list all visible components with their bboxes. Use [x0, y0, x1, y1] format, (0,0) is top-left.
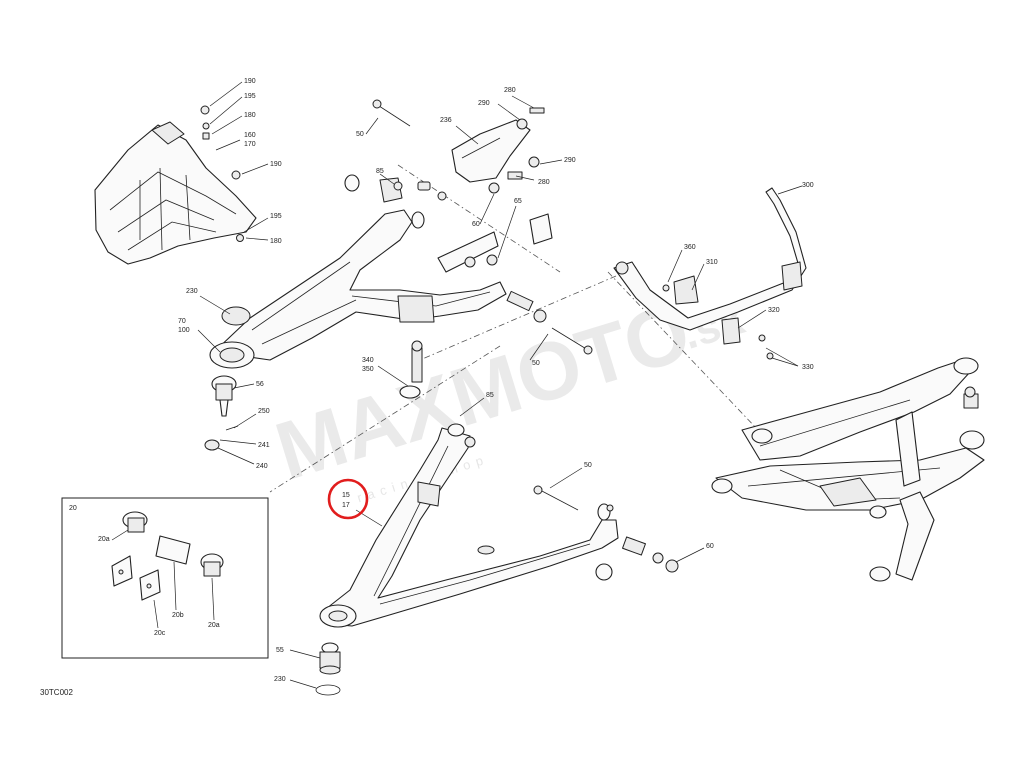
- callout-160: 160: [244, 132, 256, 139]
- callout-330: 330: [802, 364, 814, 371]
- callout-195-bottom: 195: [270, 213, 282, 220]
- callout-56: 56: [256, 381, 264, 388]
- callout-180-top: 180: [244, 112, 256, 119]
- callout-195-top: 195: [244, 93, 256, 100]
- callout-240: 240: [256, 463, 268, 470]
- callout-230-upper: 230: [186, 288, 198, 295]
- inset-callout-20b: 20b: [172, 612, 184, 619]
- lower-a-arm: [319, 423, 679, 628]
- callout-labels: 190 195 180 160 170 190 195 180 230 70 1…: [178, 78, 814, 683]
- callout-60-lower: 60: [706, 543, 714, 550]
- callout-50-upper: 50: [356, 131, 364, 138]
- upper-ball-joint: [204, 375, 239, 451]
- callout-190-top: 190: [244, 78, 256, 85]
- callout-320: 320: [768, 307, 780, 314]
- callout-280-right: 280: [538, 179, 550, 186]
- callout-85-lower: 85: [486, 392, 494, 399]
- callout-65: 65: [514, 198, 522, 205]
- callout-241: 241: [258, 442, 270, 449]
- lower-ball-joint: [315, 642, 341, 696]
- callout-85-upper: 85: [376, 168, 384, 175]
- callout-70: 70: [178, 318, 186, 325]
- callout-55: 55: [276, 647, 284, 654]
- skid-plate: [94, 105, 257, 265]
- callout-60-upper: 60: [472, 221, 480, 228]
- callout-250: 250: [258, 408, 270, 415]
- callout-50-mid: 50: [532, 360, 540, 367]
- callout-360: 360: [684, 244, 696, 251]
- callout-180-bottom: 180: [270, 238, 282, 245]
- document-id: 30TC002: [40, 688, 73, 697]
- callout-290-top: 290: [478, 100, 490, 107]
- callout-170: 170: [244, 141, 256, 148]
- callout-190-bottom: 190: [270, 161, 282, 168]
- inset-label: 20: [69, 505, 77, 512]
- sway-bar: [613, 187, 807, 360]
- callout-236: 236: [440, 117, 452, 124]
- highlighted-callout: 15 17: [327, 478, 369, 520]
- callout-280-top: 280: [504, 87, 516, 94]
- callout-300: 300: [802, 182, 814, 189]
- callout-230-lower: 230: [274, 676, 286, 683]
- highlight-circle: [327, 478, 369, 520]
- assembled-suspension: [711, 357, 985, 582]
- callout-100: 100: [178, 327, 190, 334]
- callout-340: 340: [362, 357, 374, 364]
- callout-17: 17: [342, 502, 350, 509]
- inset-callout-20a-bottom: 20a: [208, 622, 220, 629]
- upper-a-arm: [209, 99, 507, 399]
- upper-brackets: [393, 107, 593, 355]
- callout-350: 350: [362, 366, 374, 373]
- callout-leaders: [197, 81, 803, 689]
- callout-50-lower: 50: [584, 462, 592, 469]
- bushing-inset: 20 20a 20a 20b 20c: [61, 497, 269, 659]
- inset-callout-20a-top: 20a: [98, 536, 110, 543]
- callout-15: 15: [342, 492, 350, 499]
- callout-310: 310: [706, 259, 718, 266]
- callout-290-right: 290: [564, 157, 576, 164]
- inset-frame: [61, 497, 269, 659]
- inset-callout-20c: 20c: [154, 630, 166, 637]
